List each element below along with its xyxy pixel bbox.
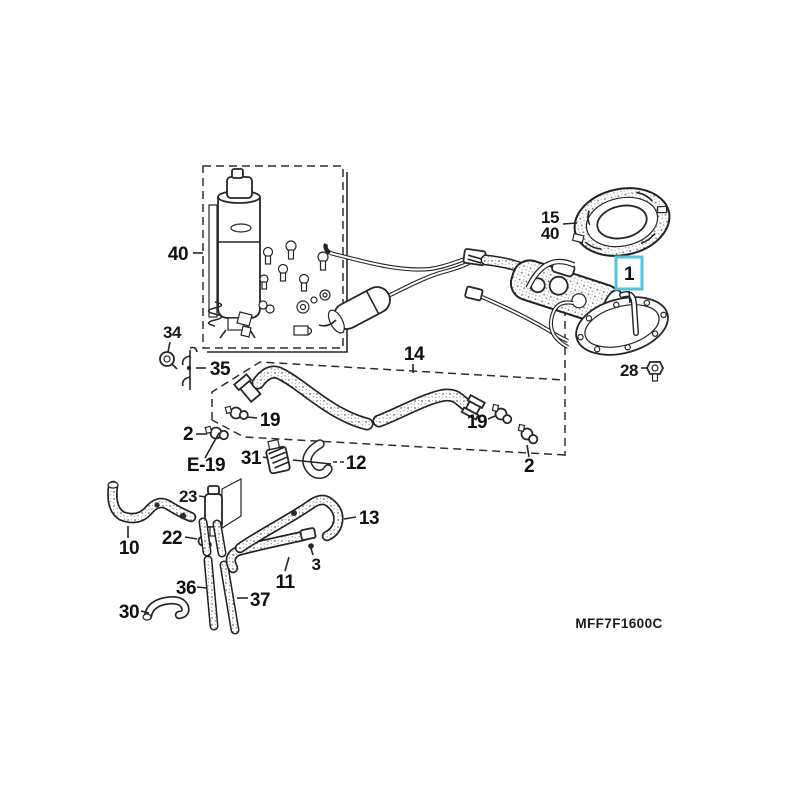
callout-34[interactable]: 34 [163,323,182,342]
hose-12-drawing [292,439,333,479]
fuel-unit-drawing [208,168,261,339]
callout-2-right[interactable]: 2 [524,456,535,477]
callout-28[interactable]: 28 [620,361,639,380]
callout-37[interactable]: 37 [250,590,271,611]
ring-15-40-drawing [571,187,671,257]
hose-14-end-fitting [460,393,487,421]
callout-19-right[interactable]: 19 [467,412,488,433]
box-40-small-parts [207,240,331,338]
callout-22[interactable]: 22 [162,528,183,549]
leader-lines [127,222,648,614]
clamp-2-left-drawing [204,425,229,441]
callout-3[interactable]: 3 [311,555,320,574]
callout-40-box[interactable]: 40 [168,244,189,265]
tube-36-drawing [198,517,219,631]
group-box-40-shadow [207,172,348,353]
callout-31[interactable]: 31 [241,448,263,469]
elbow-fitting [236,311,253,327]
callout-12[interactable]: 12 [346,453,367,474]
hose-14-drawing [232,365,487,431]
callout-1-box[interactable] [614,255,644,291]
grommet-34-drawing [159,351,178,370]
valve-23-drawing [204,478,242,537]
hose-13-drawing [234,494,344,554]
filter-cylinder [327,286,391,334]
diagram-code: MFF7F1600C [575,616,662,631]
callout-1-highlight[interactable]: 1 [614,255,644,291]
callout-35[interactable]: 35 [210,359,232,380]
joint-3-drawing [299,527,317,549]
clamp-19-left-drawing [224,405,249,420]
bracket-35-drawing [181,346,198,390]
spring [207,301,223,327]
hose-10-drawing [107,480,197,524]
callout-30[interactable]: 30 [119,602,140,623]
clamp-2-right-drawing [517,423,539,445]
clamp-19-right-drawing [491,403,513,425]
pump-module-drawing [318,243,669,356]
callout-23[interactable]: 23 [179,487,198,506]
callout-1[interactable]: 1 [624,264,636,285]
callout-36[interactable]: 36 [176,578,197,599]
callout-2-left[interactable]: 2 [183,424,194,445]
callout-10[interactable]: 10 [119,538,140,559]
mounting-flange [575,296,669,356]
callout-14[interactable]: 14 [404,344,426,365]
hose-30-drawing [142,596,190,621]
valve-31-drawing [265,438,291,475]
callout-11[interactable]: 11 [275,572,296,593]
tube-37-drawing [212,519,240,635]
callout-19-left[interactable]: 19 [260,410,281,431]
callout-13[interactable]: 13 [359,508,380,529]
group-box-40 [202,165,348,353]
sender-connector [464,285,484,302]
callout-e19[interactable]: E-19 [187,455,226,476]
callout-40-ring[interactable]: 40 [541,224,560,243]
bolt-28-drawing [645,361,665,382]
callout-15[interactable]: 15 [541,208,560,227]
